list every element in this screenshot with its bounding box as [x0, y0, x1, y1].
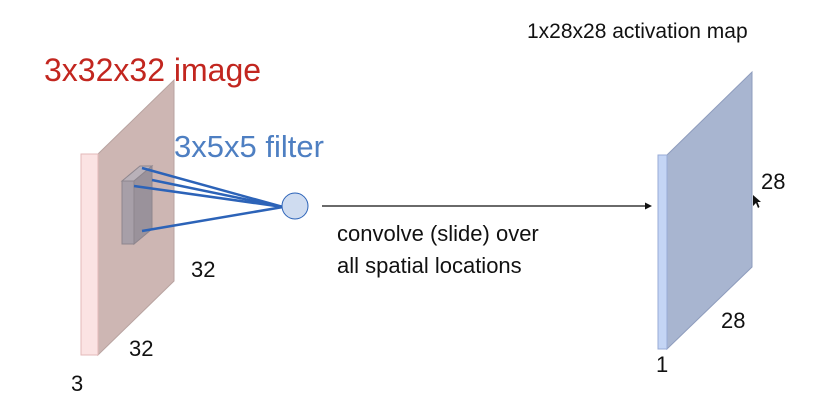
input-volume-side-face — [80, 153, 99, 356]
activation-map-side-face — [657, 154, 668, 350]
convolve-arrow — [322, 202, 652, 210]
connection-line — [141, 166, 284, 209]
activation-map — [657, 70, 753, 351]
input-image-title: 3x32x32 image — [44, 52, 262, 88]
connection-line — [141, 205, 284, 233]
filter-block — [120, 164, 154, 246]
connection-line — [133, 184, 284, 209]
input-depth-label: 3 — [71, 371, 84, 396]
output-height-label: 28 — [761, 169, 786, 194]
operation-caption-line-1: convolve (slide) over — [337, 221, 539, 246]
connection-line — [151, 178, 284, 209]
output-neuron — [281, 192, 309, 220]
operation-caption-line-2: all spatial locations — [337, 253, 522, 278]
convolve-arrow-head — [645, 202, 652, 210]
filter-block-front — [121, 180, 135, 245]
filter-title: 3x5x5 filter — [174, 129, 324, 164]
input-width-label: 32 — [129, 336, 154, 361]
output-depth-label: 1 — [656, 352, 669, 377]
filter-connections — [133, 166, 284, 233]
output-width-label: 28 — [721, 308, 746, 333]
mouse-cursor-icon — [753, 195, 761, 208]
input-height-label: 32 — [191, 257, 216, 282]
activation-map-title: 1x28x28 activation map — [527, 20, 748, 43]
